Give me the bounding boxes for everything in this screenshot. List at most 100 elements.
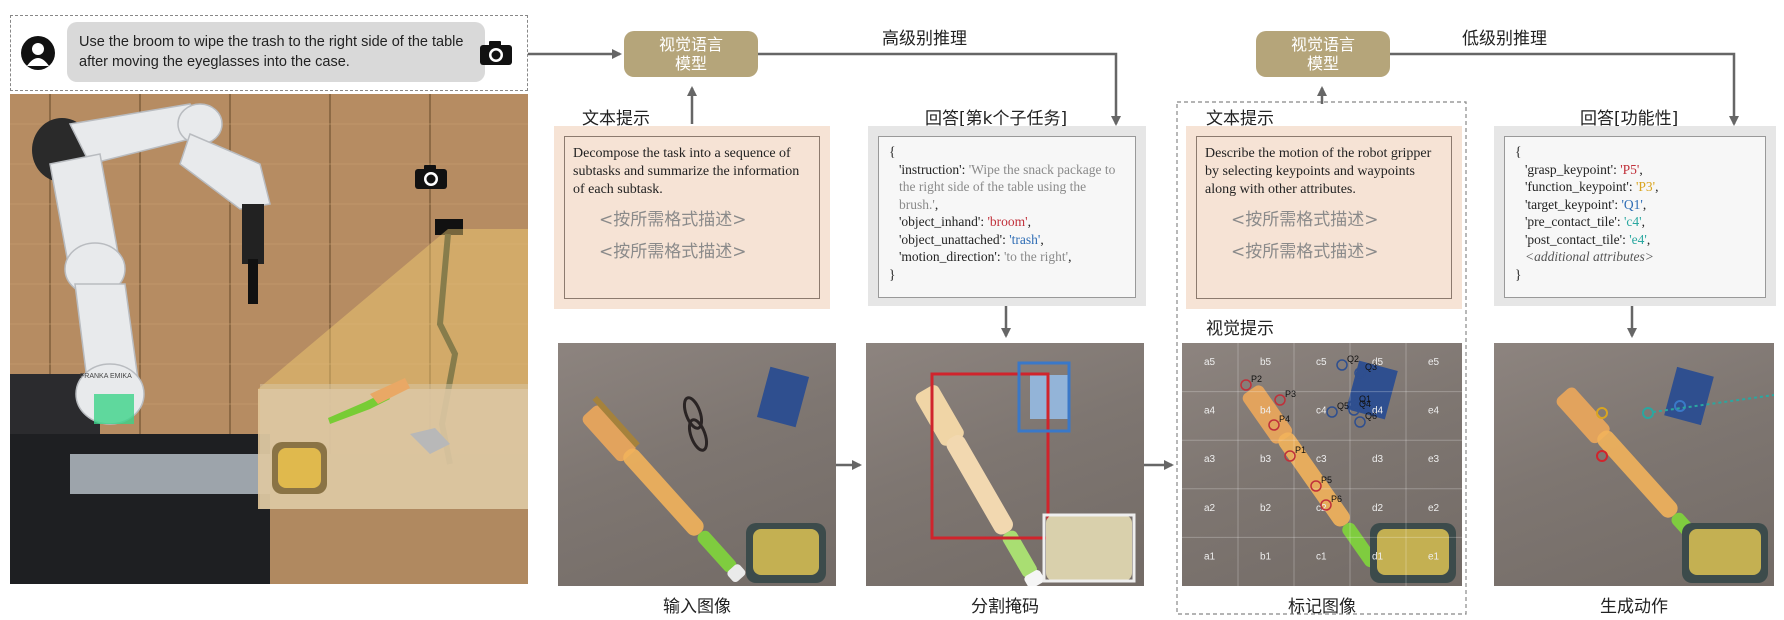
grid-tile-label: c3 <box>1316 454 1327 465</box>
high-level-reasoning-label: 高级别推理 <box>882 29 967 49</box>
answer-suffix: , <box>1646 231 1651 247</box>
answer-field: 'function_keypoint': 'P3', <box>1525 178 1755 196</box>
keypoint-label: Q3 <box>1365 362 1377 372</box>
format-placeholder: <按所需格式描述> <box>599 210 747 230</box>
answer-field: 'target_keypoint': 'Q1', <box>1525 196 1755 214</box>
caption-input-image: 输入图像 <box>663 597 731 617</box>
format-placeholder: <按所需格式描述> <box>1231 242 1379 262</box>
answer-field: 'grasp_keypoint': 'P5', <box>1525 161 1755 179</box>
answer-value: 'to the right' <box>1003 249 1069 264</box>
camera-icon <box>479 40 513 66</box>
broom-bounding-box <box>930 372 1050 540</box>
grid-tile-label: b4 <box>1260 406 1272 417</box>
trash-bounding-box <box>1017 361 1071 433</box>
keypoint-marker <box>1268 419 1280 431</box>
answer-label-high: 回答[第k个子任务] <box>925 109 1068 129</box>
answer-field: 'post_contact_tile': 'e4', <box>1525 231 1755 249</box>
answer-suffix: , <box>1040 231 1044 247</box>
user-prompt-box: Use the broom to wipe the trash to the r… <box>10 15 528 91</box>
keypoint-label: Q1 <box>1359 394 1371 404</box>
robot-scene-photo: FRANKA EMIKA <box>10 94 528 584</box>
answer-key: 'instruction': <box>899 161 969 177</box>
arrow-vlm-to-answer-high <box>758 52 1121 126</box>
answer-key: 'object_unattached': <box>899 231 1010 247</box>
user-avatar-icon <box>21 36 55 70</box>
answer-box-high: { 'instruction': 'Wipe the snack package… <box>868 126 1146 306</box>
grid-tile-label: a4 <box>1204 406 1216 417</box>
low-level-reasoning-label: 低级别推理 <box>1462 29 1547 49</box>
answer-suffix: , <box>1641 214 1645 229</box>
grid-tile-label: b5 <box>1260 357 1272 368</box>
answer-key: 'object_inhand': <box>899 214 988 229</box>
answer-suffix: , <box>1027 214 1031 229</box>
grid-tile-label: d2 <box>1372 503 1384 514</box>
grid-tile-label: c5 <box>1316 357 1327 368</box>
keypoint-label: P2 <box>1251 374 1262 384</box>
keypoint-marker <box>1336 359 1348 371</box>
answer-suffix: , <box>1642 196 1647 212</box>
answer-field: 'object_unattached': 'trash', <box>899 231 1125 249</box>
grid-tile-label: a1 <box>1204 551 1216 562</box>
keypoint-marker <box>1348 404 1360 416</box>
keypoint-marker <box>1354 367 1366 379</box>
brace-close: } <box>889 266 896 282</box>
keypoint-label: Q4 <box>1359 399 1371 409</box>
keypoint-label: P3 <box>1285 389 1296 399</box>
answer-value: 'P3' <box>1635 179 1656 194</box>
grid-tile-label: a2 <box>1204 503 1216 514</box>
text-prompt-body-low: Describe the motion of the robot gripper… <box>1205 146 1432 197</box>
low-level-group-border <box>1176 101 1467 615</box>
action-image <box>1494 343 1774 586</box>
keypoint-marker <box>1354 416 1366 428</box>
answer-value: 'Wipe the snack package to the right sid… <box>899 161 1116 212</box>
text-prompt-label-low: 文本提示 <box>1206 109 1274 129</box>
answer-field: 'motion_direction': 'to the right', <box>899 248 1125 266</box>
grid-tile-label: e3 <box>1428 454 1440 465</box>
grid-tile-label: b1 <box>1260 551 1272 562</box>
grid-tile-label: a5 <box>1204 357 1216 368</box>
visual-prompt-label: 视觉提示 <box>1206 319 1274 339</box>
prompt-text: Use the broom to wipe the trash to the r… <box>67 22 485 82</box>
grid-tile-label: c1 <box>1316 551 1327 562</box>
answer-field: 'object_inhand': 'broom', <box>899 213 1125 231</box>
answer-key: 'grasp_keypoint': <box>1525 161 1621 177</box>
answer-value: 'c4' <box>1623 214 1642 229</box>
answer-suffix: , <box>1655 179 1659 194</box>
answer-key: 'function_keypoint': <box>1525 179 1636 194</box>
camera-icon <box>414 164 448 190</box>
text-prompt-label-high: 文本提示 <box>582 109 650 129</box>
robot-brand-text: FRANKA EMIKA <box>80 373 132 380</box>
robot-scene-illustration: FRANKA EMIKA <box>10 94 528 584</box>
keypoint-label: P4 <box>1279 414 1290 424</box>
arrow-vlm-to-answer-low <box>1390 52 1739 126</box>
grid-tile-label: d1 <box>1372 551 1384 562</box>
grid-tile-label: a3 <box>1204 454 1216 465</box>
answer-key: 'motion_direction': <box>899 249 1004 264</box>
target-keypoint-marker <box>1674 400 1686 412</box>
grid-tile-label: d3 <box>1372 454 1384 465</box>
grid-tile-label: e5 <box>1428 357 1440 368</box>
keypoint-label: Q5 <box>1337 401 1349 411</box>
keypoint-marker <box>1284 450 1296 462</box>
answer-key: 'pre_contact_tile': <box>1525 214 1624 229</box>
grid-tile-label: d5 <box>1372 357 1384 368</box>
grid-tile-label: e2 <box>1428 503 1440 514</box>
vlm-low-level: 视觉语言 模型 <box>1256 31 1390 77</box>
keypoint-marker <box>1274 394 1286 406</box>
additional-attributes: <additional attributes> <box>1525 249 1654 264</box>
answer-key: 'target_keypoint': <box>1525 196 1622 212</box>
input-image <box>558 343 836 586</box>
keypoint-label: P1 <box>1295 445 1306 455</box>
answer-value: 'Q1' <box>1621 196 1643 212</box>
keypoint-marker <box>1320 499 1332 511</box>
keypoint-marker <box>1240 379 1252 391</box>
answer-box-low: { 'grasp_keypoint': 'P5','function_keypo… <box>1494 126 1776 306</box>
keypoint-marker <box>1310 480 1322 492</box>
text-prompt-box-low: Describe the motion of the robot gripper… <box>1186 126 1462 309</box>
vlm-high-level: 视觉语言 模型 <box>624 31 758 77</box>
format-placeholder: <按所需格式描述> <box>599 242 747 262</box>
answer-label-low: 回答[功能性] <box>1580 109 1679 129</box>
pre-contact-marker <box>1642 407 1654 419</box>
